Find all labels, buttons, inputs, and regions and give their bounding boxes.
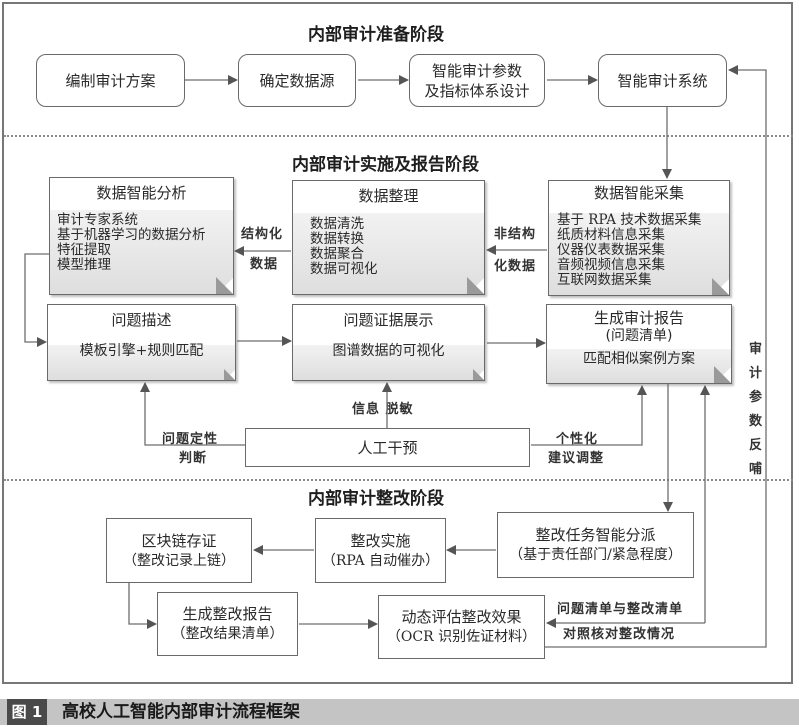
cleanup-item: 数据可视化	[310, 261, 378, 277]
stage-title-rectify: 内部审计整改阶段	[308, 489, 444, 509]
doc-data-cleanup-body: 数据清洗 数据转换 数据聚合 数据可视化	[293, 213, 484, 294]
report-content: 匹配相似案例方案	[583, 351, 695, 367]
collect-item: 互联网数据采集	[557, 272, 652, 288]
doc-problem-description: 问题描述 模板引擎+规则匹配	[47, 304, 236, 381]
node-rectify-implement-subtitle: （RPA 自动催办）	[321, 552, 440, 569]
doc-problem-evidence-title: 问题证据展示	[343, 311, 434, 329]
analysis-item: 模型推理	[57, 257, 111, 273]
node-rectify-report-title: 生成整改报告	[182, 605, 273, 623]
node-params-line1: 智能审计参数	[431, 61, 522, 80]
diagram-frame	[2, 2, 793, 684]
doc-problem-evidence-body: 图谱数据的可视化	[293, 343, 484, 380]
node-params-line2: 及指标体系设计	[424, 81, 530, 100]
node-plan-label: 编制审计方案	[65, 71, 156, 90]
node-task-dispatch-title: 整改任务智能分派	[535, 526, 656, 544]
doc-data-cleanup-title: 数据整理	[358, 187, 419, 205]
stage-separator	[4, 479, 793, 481]
node-task-dispatch: 整改任务智能分派 （基于责任部门/紧急程度）	[497, 512, 694, 578]
node-rectify-report: 生成整改报告 （整改结果清单）	[157, 592, 298, 656]
collect-item: 音频视频信息采集	[557, 257, 665, 273]
doc-audit-report-subtitle: (问题清单)	[605, 328, 673, 344]
analysis-item: 基于机器学习的数据分析	[57, 227, 206, 243]
doc-data-cleanup: 数据整理 数据清洗 数据转换 数据聚合 数据可视化	[292, 180, 485, 295]
stage-title-impl: 内部审计实施及报告阶段	[292, 155, 479, 175]
stage-title-prep: 内部审计准备阶段	[308, 25, 444, 45]
node-blockchain: 区块链存证 （整改记录上链）	[106, 518, 252, 583]
doc-data-collection-body: 基于 RPA 技术数据采集 纸质材料信息采集 仪器仪表数据采集 音频视频信息采集…	[549, 213, 729, 295]
node-datasource: 确定数据源	[238, 54, 356, 107]
doc-data-analysis-title: 数据智能分析	[96, 184, 187, 202]
node-dynamic-evaluation-subtitle: （OCR 识别佐证材料）	[386, 629, 537, 645]
cleanup-item: 数据聚合	[310, 246, 364, 262]
node-dynamic-evaluation: 动态评估整改效果 （OCR 识别佐证材料）	[378, 595, 545, 659]
doc-problem-description-title: 问题描述	[111, 311, 172, 329]
figure-number: 图 1	[7, 699, 47, 725]
cleanup-item: 数据转换	[310, 231, 364, 247]
doc-data-analysis-body: 审计专家系统 基于机器学习的数据分析 特征提取 模型推理	[50, 210, 233, 294]
label-desensitize: 信息 脱敏	[352, 402, 414, 417]
doc-data-collection: 数据智能采集 基于 RPA 技术数据采集 纸质材料信息采集 仪器仪表数据采集 音…	[548, 180, 730, 296]
doc-audit-report: 生成审计报告 (问题清单) 匹配相似案例方案	[546, 304, 732, 384]
label-param-feedback: 审 计 参 数 反 哺	[748, 342, 763, 477]
page-fold-icon	[216, 277, 233, 294]
node-params: 智能审计参数 及指标体系设计	[409, 54, 545, 107]
node-plan: 编制审计方案	[36, 54, 185, 107]
label-personalize-2: 建议调整	[548, 451, 605, 466]
label-structured: 结构化	[241, 227, 284, 242]
evidence-content: 图谱数据的可视化	[332, 343, 445, 359]
cleanup-item: 数据清洗	[310, 216, 364, 232]
label-unstructured: 非结构	[494, 227, 537, 242]
problem-content: 模板引擎+规则匹配	[79, 343, 204, 359]
doc-data-collection-title: 数据智能采集	[593, 184, 684, 202]
node-rectify-report-subtitle: （整改结果清单）	[171, 626, 284, 642]
node-audit-system: 智能审计系统	[598, 54, 727, 107]
page-fold-icon	[712, 278, 729, 295]
node-task-dispatch-subtitle: （基于责任部门/紧急程度）	[509, 547, 682, 563]
node-blockchain-title: 区块链存证	[141, 531, 217, 550]
collect-item: 纸质材料信息采集	[557, 227, 665, 243]
node-audit-system-label: 智能审计系统	[617, 71, 708, 90]
page-fold-icon	[714, 366, 731, 383]
node-rectify-implement: 整改实施 （RPA 自动催办）	[315, 518, 446, 583]
doc-audit-report-body: 匹配相似案例方案	[547, 349, 731, 383]
label-personalize: 个性化	[556, 432, 599, 447]
label-compare-2: 对照核对整改情况	[563, 627, 676, 642]
analysis-item: 特征提取	[57, 242, 111, 258]
stage-separator	[4, 135, 793, 137]
label-structured-2: 数据	[250, 257, 279, 272]
label-compare: 问题清单与整改清单	[557, 602, 684, 617]
collect-item: 仪器仪表数据采集	[557, 242, 665, 258]
node-datasource-label: 确定数据源	[259, 71, 335, 90]
figure-title: 高校人工智能内部审计流程框架	[62, 702, 300, 722]
node-rectify-implement-title: 整改实施	[350, 531, 411, 550]
node-dynamic-evaluation-title: 动态评估整改效果	[401, 608, 522, 626]
figure-caption: 图 1 高校人工智能内部审计流程框架	[0, 699, 799, 725]
analysis-item: 审计专家系统	[57, 212, 138, 228]
node-manual-intervention: 人工干预	[245, 428, 530, 467]
label-qualitative: 问题定性	[162, 432, 219, 447]
collect-item: 基于 RPA 技术数据采集	[557, 212, 702, 228]
doc-audit-report-title: 生成审计报告	[593, 309, 684, 327]
page-fold-icon	[467, 277, 484, 294]
doc-data-analysis: 数据智能分析 审计专家系统 基于机器学习的数据分析 特征提取 模型推理	[49, 177, 234, 295]
label-unstructured-2: 化数据	[494, 259, 537, 274]
doc-problem-evidence: 问题证据展示 图谱数据的可视化	[292, 304, 485, 381]
node-blockchain-subtitle: （整改记录上链）	[123, 552, 235, 569]
doc-problem-description-body: 模板引擎+规则匹配	[48, 343, 235, 380]
node-manual-intervention-label: 人工干预	[357, 438, 418, 457]
page-fold-icon	[224, 369, 235, 380]
label-qualitative-2: 判断	[179, 451, 208, 466]
page-fold-icon	[473, 369, 484, 380]
